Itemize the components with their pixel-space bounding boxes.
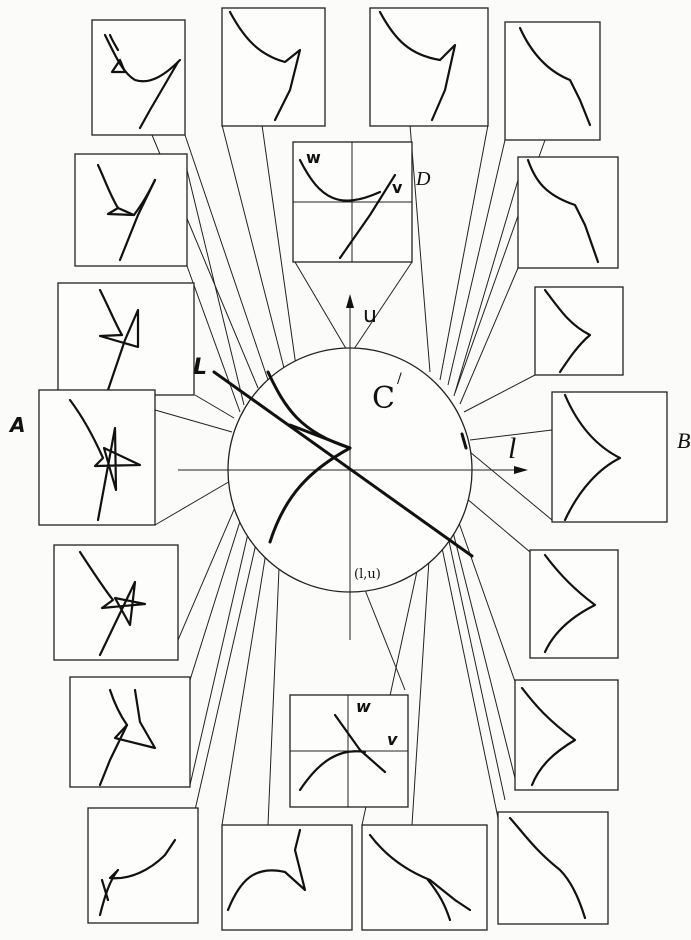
panel-top-1 [221, 7, 326, 127]
l-axis-label: l [508, 432, 516, 465]
u-axis-arrow-icon [346, 294, 354, 308]
panel-right-4 [551, 391, 668, 523]
panel-left-7 [87, 807, 199, 924]
label-B: B [677, 428, 690, 453]
panel-bottom-2 [361, 824, 488, 931]
panel-left-3 [57, 282, 195, 396]
connector-line [453, 179, 519, 397]
panel-top-2 [369, 7, 489, 127]
connector-line [351, 261, 413, 353]
connector-line [186, 265, 241, 413]
panel-right-6 [514, 679, 619, 791]
central-plane [178, 294, 528, 640]
connector-line [469, 451, 553, 521]
connector-line [154, 479, 233, 526]
circle-label: C [372, 381, 395, 416]
connector-line [364, 589, 406, 691]
panel-left-5 [53, 544, 179, 661]
panel-right-7 [497, 811, 609, 925]
panel-right-3 [534, 286, 624, 376]
u-axis-label: u [363, 303, 377, 328]
panel-right-5 [529, 549, 619, 659]
connector-line [154, 409, 233, 433]
cusp-inner-stroke [288, 423, 352, 450]
connector-line [186, 169, 245, 406]
right-mark [460, 432, 468, 450]
connector-line [439, 124, 489, 381]
connector-line [177, 504, 237, 641]
panel-right-2 [517, 156, 619, 269]
connector-line [411, 543, 431, 826]
l-axis-arrow-icon [514, 466, 528, 474]
label-D: D [415, 168, 431, 190]
connector-line [267, 544, 281, 826]
circle-label-superscript: / [397, 371, 402, 387]
panel-bottom-w-label: w [356, 697, 371, 716]
cusp-curve-lower [268, 446, 352, 544]
panel-left-6 [69, 676, 191, 788]
connector-line [465, 497, 531, 553]
panel-D-v-label: v [392, 178, 403, 197]
connector-line [194, 534, 259, 811]
panel-right-1 [504, 21, 601, 141]
line-L-label: L [193, 355, 207, 380]
connector-line [469, 429, 553, 441]
connector-line [439, 537, 499, 819]
connector-line [294, 261, 349, 353]
connector-line [189, 524, 251, 786]
origin-label: (l,u) [354, 567, 381, 582]
connector-line [221, 124, 286, 373]
connector-line [446, 531, 506, 801]
line-L [212, 370, 474, 558]
connector-line [457, 519, 519, 691]
panel-left-2 [74, 153, 188, 267]
connector-line [184, 134, 269, 381]
connector-line [221, 539, 269, 826]
panel-left-4 [38, 389, 156, 526]
panel-D: w v [292, 141, 413, 263]
panel-D-w-label: w [306, 148, 321, 167]
connector-lines [151, 124, 553, 826]
label-A: A [8, 413, 25, 437]
connector-line [261, 124, 297, 367]
connector-line [459, 267, 519, 405]
connector-line [194, 394, 235, 419]
connector-line [451, 527, 519, 791]
panel-left-1 [91, 19, 186, 136]
connector-line [189, 514, 243, 681]
connector-line [463, 374, 536, 413]
panel-bottom-v-label: v [387, 730, 398, 749]
panel-bottom-1 [221, 824, 353, 931]
panel-bottom-center: w v [289, 694, 409, 808]
connector-line [409, 124, 431, 373]
connector-line [447, 139, 506, 386]
